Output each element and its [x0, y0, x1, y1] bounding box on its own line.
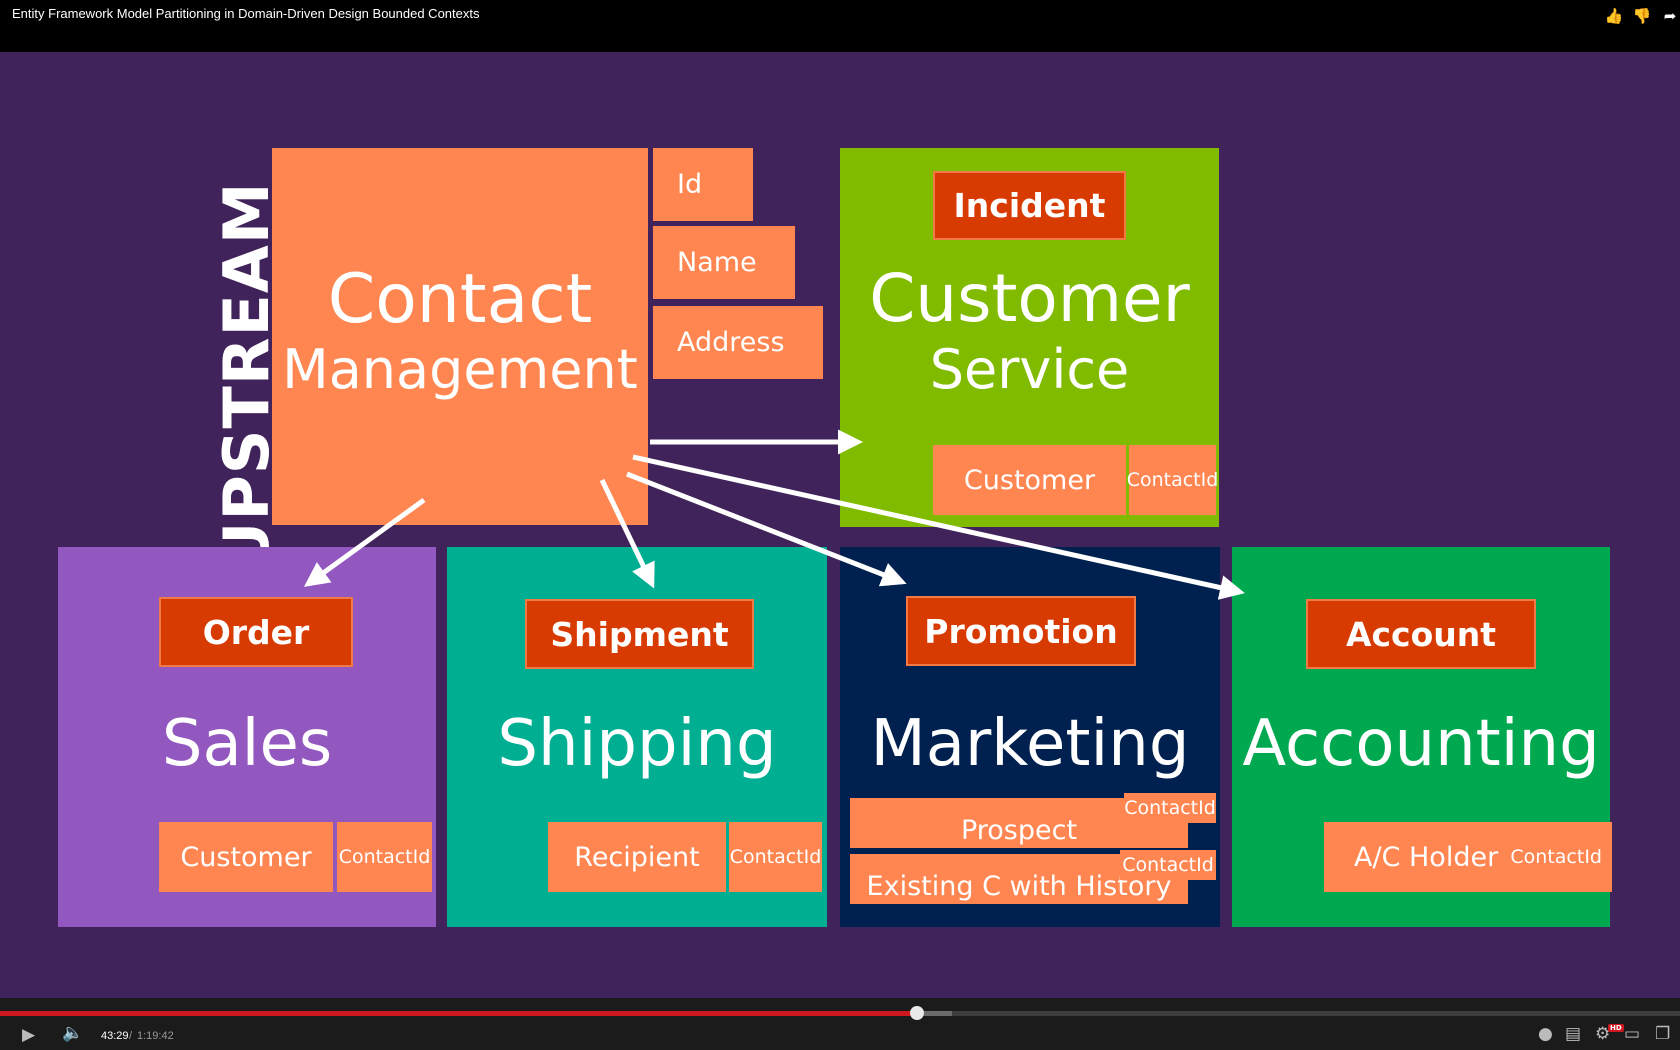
video-title[interactable]: Entity Framework Model Partitioning in D… [12, 6, 480, 21]
customer-service-customer-entity: Customer [933, 445, 1126, 515]
time-total: 1:19:42 [137, 1030, 174, 1042]
promotion-badge: Promotion [906, 596, 1136, 666]
settings-icon[interactable]: ⚙ [1595, 1024, 1611, 1044]
accounting-contactid: ContactId [1510, 846, 1602, 868]
relationship-arrows [303, 429, 1245, 600]
player-controls: ▶ 🔈 43:29 / 1:19:42 ● ▤ ⚙ HD ▭ ❐ [0, 998, 1680, 1050]
theater-mode-icon[interactable]: ▭ [1624, 1024, 1641, 1044]
time-current: 43:29 [101, 1030, 129, 1042]
slide: UPSTREAM Contact Management Id Name Addr… [0, 52, 1680, 998]
customer-service-title-2: Service [929, 338, 1130, 401]
progress-scrubber[interactable] [909, 1006, 924, 1020]
sales-contactid: ContactId [337, 822, 432, 892]
progress-played [0, 1011, 917, 1016]
video-top-bar: Entity Framework Model Partitioning in D… [0, 0, 1680, 52]
share-icon[interactable]: ➦ [1663, 7, 1677, 25]
order-badge: Order [159, 597, 353, 667]
shipping-title: Shipping [497, 707, 777, 781]
ac-holder-label: A/C Holder [1354, 841, 1499, 873]
time-separator: / [129, 1030, 133, 1042]
video-frame[interactable]: UPSTREAM Contact Management Id Name Addr… [0, 52, 1680, 998]
contact-management-title-1: Contact [327, 260, 593, 339]
shipping-contactid: ContactId [729, 822, 822, 892]
progress-bar[interactable] [0, 1006, 1680, 1020]
contact-management-title-2: Management [282, 338, 638, 401]
account-badge: Account [1306, 599, 1536, 669]
thumbs-down-icon[interactable]: 👎 [1632, 7, 1652, 25]
customer-service-title-1: Customer [869, 260, 1190, 337]
customer-service-contactid: ContactId [1127, 445, 1218, 515]
arrow-to-shipping [599, 478, 655, 589]
marketing-contactid-2: ContactId [1120, 850, 1216, 880]
contact-management-tile: Contact Management [272, 148, 648, 525]
fullscreen-exit-icon[interactable]: ❐ [1655, 1024, 1671, 1044]
play-icon[interactable]: ▶ [22, 1025, 36, 1045]
top-actions: 👍 👎 ➦ [1604, 6, 1680, 26]
attribute-id: Id [653, 148, 753, 221]
arrow-to-sales [303, 497, 426, 587]
accounting-ac-holder-entity: A/C Holder ContactId [1324, 822, 1612, 892]
subtitles-icon[interactable]: ▤ [1565, 1024, 1582, 1044]
arrow-to-marketing [626, 471, 907, 587]
incident-badge: Incident [933, 171, 1126, 240]
arrow-to-accounting [632, 454, 1245, 600]
attribute-address: Address [653, 306, 823, 379]
shipment-badge: Shipment [525, 599, 754, 669]
thumbs-up-icon[interactable]: 👍 [1604, 7, 1624, 25]
accounting-title: Accounting [1242, 707, 1600, 781]
hd-badge: HD [1608, 1024, 1624, 1032]
volume-icon[interactable]: 🔈 [62, 1023, 84, 1043]
attribute-name: Name [653, 226, 795, 299]
annotations-icon[interactable]: ● [1538, 1024, 1553, 1044]
sales-title: Sales [161, 707, 333, 781]
marketing-contactid-1: ContactId [1124, 793, 1216, 823]
marketing-title: Marketing [870, 707, 1190, 781]
shipping-recipient-entity: Recipient [548, 822, 726, 892]
sales-customer-entity: Customer [159, 822, 333, 892]
